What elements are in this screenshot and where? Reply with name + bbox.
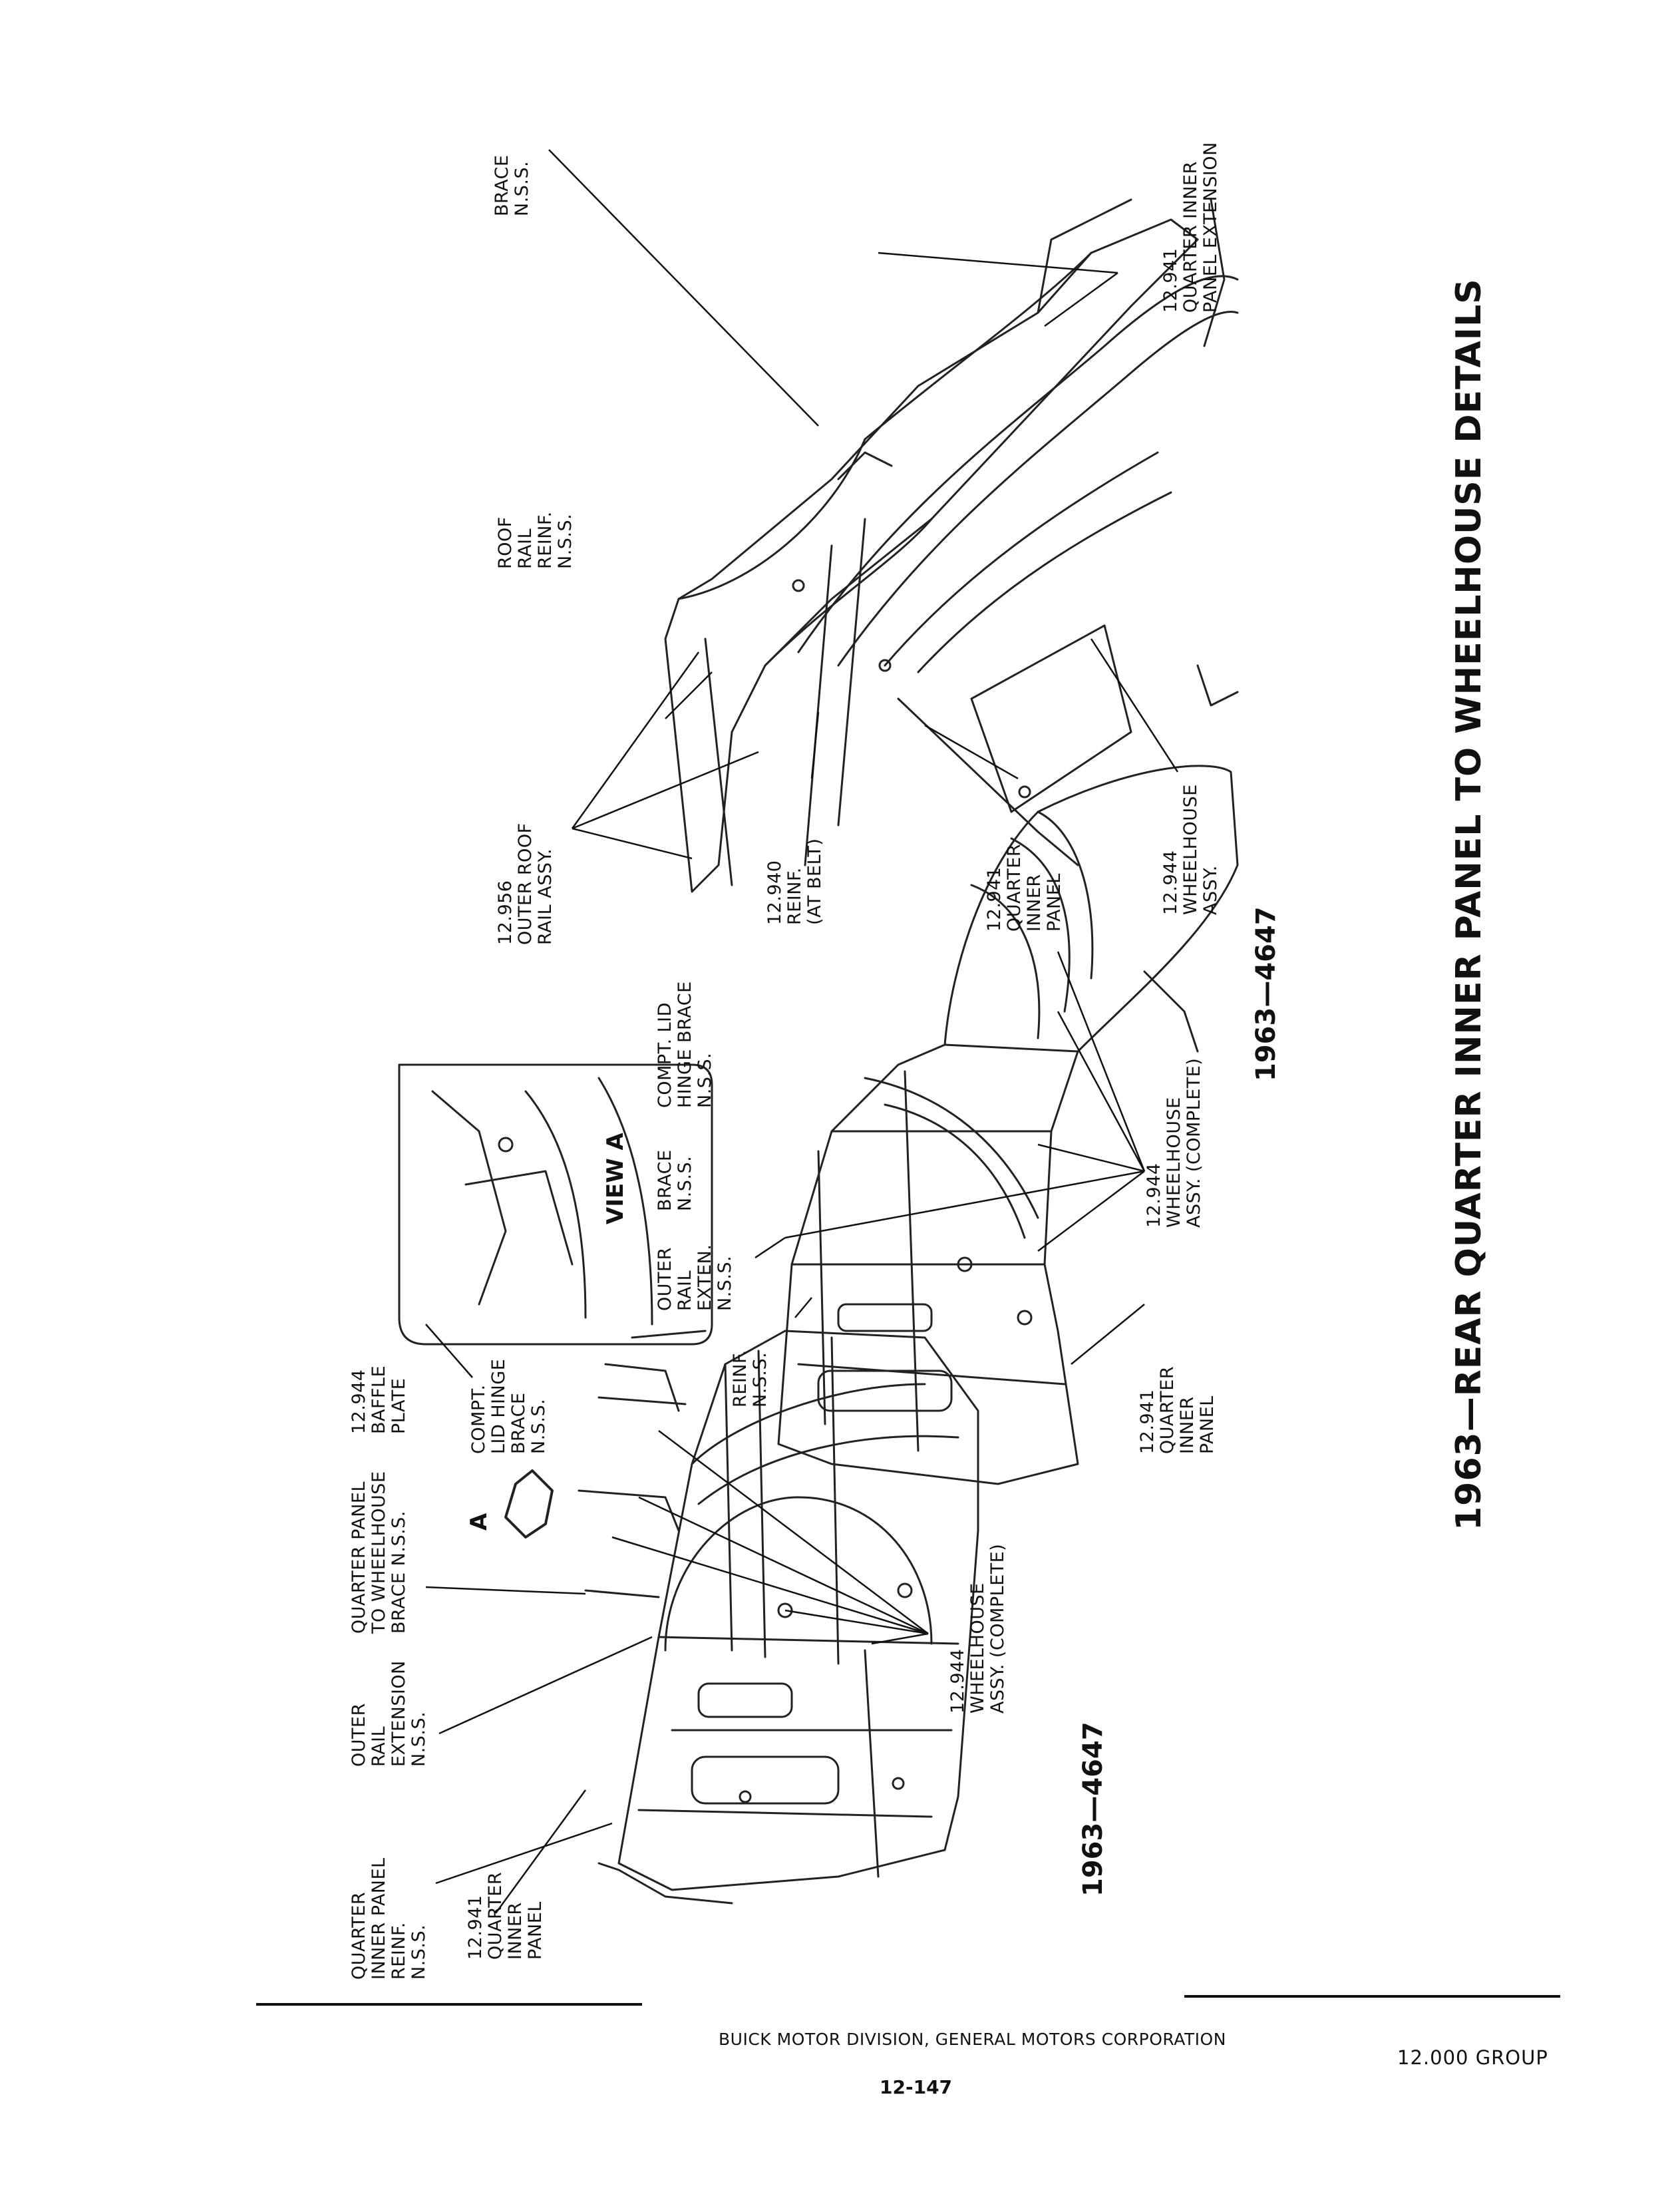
figure-number-right: 1963—4647 <box>1251 906 1281 1081</box>
footer-page-number: 12-147 <box>880 2076 953 2098</box>
view-a-inset <box>398 1063 713 1346</box>
label-quarter-inner-panel-extension: 12.941 QUARTER INNER PANEL EXTENSION <box>1160 142 1221 313</box>
left-assembly-drawing <box>578 1330 979 1905</box>
label-wheelhouse-complete-right: 12.944 WHEELHOUSE ASSY. (COMPLETE) <box>1144 1057 1204 1228</box>
label-quarter-inner-panel-left: 12.941 QUARTER INNER PANEL <box>465 1871 546 1960</box>
view-a-label: VIEW A <box>602 1133 629 1224</box>
label-reinf-nss: REINF. N.S.S. <box>730 1350 770 1407</box>
view-a-marker-arrow <box>504 1469 554 1539</box>
label-outer-roof-rail: 12.956 OUTER ROOF RAIL ASSY. <box>495 823 556 945</box>
label-quarter-inner-panel-mid: 12.941 QUARTER INNER PANEL <box>1137 1366 1218 1454</box>
label-quarter-panel-wheelhouse-brace: QUARTER PANEL TO WHEELHOUSE BRACE N.S.S. <box>349 1471 409 1634</box>
footer-group: 12.000 GROUP <box>1397 2046 1548 2069</box>
label-outer-rail-exten: OUTER RAIL EXTEN. N.S.S. <box>655 1244 735 1311</box>
label-quarter-inner-panel-reinf: QUARTER INNER PANEL REINF. N.S.S. <box>349 1857 429 1980</box>
label-wheelhouse-complete-left: 12.944 WHEELHOUSE ASSY. (COMPLETE) <box>947 1543 1008 1714</box>
page-title: 1963—REAR QUARTER INNER PANEL TO WHEELHO… <box>1449 278 1489 1531</box>
leader-lines <box>425 149 1179 1914</box>
middle-assembly-drawing <box>777 765 1239 1485</box>
label-compt-lid-hinge-brace-left: COMPT. LID HINGE BRACE N.S.S. <box>468 1358 549 1454</box>
figure-number-left: 1963—4647 <box>1078 1722 1108 1897</box>
label-brace-nss-top: BRACE N.S.S. <box>492 154 532 216</box>
view-a-marker: A <box>466 1513 492 1531</box>
label-compt-lid-hinge-brace-right: COMPT. LID HINGE BRACE N.S.S. <box>655 981 715 1108</box>
footer-company: BUICK MOTOR DIVISION, GENERAL MOTORS COR… <box>719 2030 1226 2049</box>
label-outer-rail-extension: OUTER RAIL EXTENSION N.S.S. <box>349 1660 429 1767</box>
label-quarter-inner-panel-right: 12.941 QUARTER INNER PANEL <box>984 843 1065 932</box>
label-reinf-at-belt: 12.940 REINF. (AT BELT) <box>764 838 825 925</box>
label-brace-nss-mid: BRACE N.S.S. <box>655 1149 695 1211</box>
label-wheelhouse-assy: 12.944 WHEELHOUSE ASSY. <box>1160 784 1221 915</box>
label-roof-rail-reinf: ROOF RAIL REINF. N.S.S. <box>495 511 576 569</box>
right-assembly-drawing <box>664 198 1239 893</box>
label-baffle-plate: 12.944 BAFFLE PLATE <box>349 1365 409 1434</box>
